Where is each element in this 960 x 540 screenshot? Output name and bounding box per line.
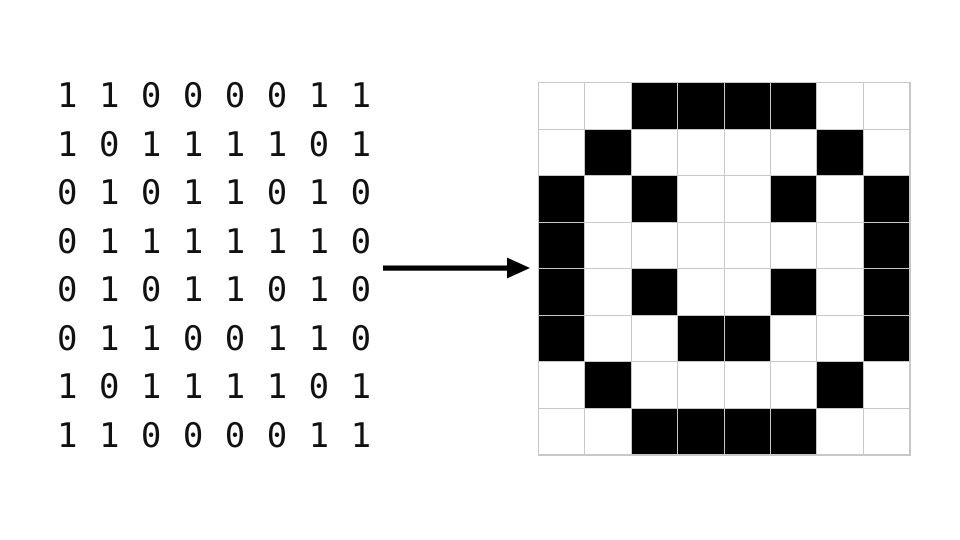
pixel-grid xyxy=(538,82,911,456)
pixel-cell xyxy=(539,408,586,455)
pixel-cell xyxy=(863,362,910,409)
pixel-cell xyxy=(770,222,818,269)
pixel-cell xyxy=(863,269,910,316)
binary-matrix: 1 1 0 0 0 0 1 1 1 0 1 1 1 1 0 1 0 1 0 1 … xyxy=(57,72,372,460)
pixel-cell xyxy=(863,408,910,455)
pixel-cell xyxy=(817,269,864,316)
pixel-cell xyxy=(631,315,679,362)
pixel-cell xyxy=(817,222,864,269)
pixel-cell xyxy=(863,222,910,269)
pixel-cell xyxy=(770,176,818,223)
pixel-cell xyxy=(539,362,586,409)
pixel-cell xyxy=(724,129,771,176)
binary-row: 0 1 0 1 1 0 1 0 xyxy=(57,173,372,213)
pixel-cell xyxy=(724,222,771,269)
binary-row: 1 1 0 0 0 0 1 1 xyxy=(57,415,372,456)
pixel-cell xyxy=(863,315,910,362)
pixel-cell xyxy=(585,362,632,409)
pixel-cell xyxy=(585,408,632,455)
pixel-cell xyxy=(539,129,586,176)
pixel-cell xyxy=(724,408,771,455)
pixel-cell xyxy=(585,129,632,176)
pixel-cell xyxy=(724,315,771,362)
pixel-cell xyxy=(724,83,771,130)
pixel-cell xyxy=(817,315,864,362)
pixel-cell xyxy=(585,83,632,130)
pixel-cell xyxy=(724,176,771,223)
pixel-cell xyxy=(724,269,771,316)
pixel-cell xyxy=(770,269,818,316)
binary-row: 1 0 1 1 1 1 0 1 xyxy=(57,124,372,165)
pixel-cell xyxy=(585,315,632,362)
pixel-cell xyxy=(678,129,725,176)
arrow-right-icon xyxy=(383,252,533,284)
pixel-cell xyxy=(817,408,864,455)
pixel-cell xyxy=(678,269,725,316)
pixel-cell xyxy=(631,269,679,316)
pixel-cell xyxy=(678,176,725,223)
pixel-cell xyxy=(678,315,725,362)
pixel-cell xyxy=(863,83,910,130)
pixel-cell xyxy=(585,222,632,269)
pixel-cell xyxy=(585,176,632,223)
pixel-cell xyxy=(770,408,818,455)
binary-row: 0 1 1 1 1 1 1 0 xyxy=(57,221,372,262)
pixel-cell xyxy=(817,176,864,223)
pixel-cell xyxy=(770,362,818,409)
pixel-cell xyxy=(817,83,864,130)
pixel-cell xyxy=(770,315,818,362)
pixel-cell xyxy=(770,83,818,130)
pixel-cell xyxy=(863,129,910,176)
pixel-cell xyxy=(678,408,725,455)
pixel-cell xyxy=(863,176,910,223)
pixel-cell xyxy=(539,222,586,269)
pixel-cell xyxy=(539,176,586,223)
pixel-cell xyxy=(678,222,725,269)
pixel-cell xyxy=(539,315,586,362)
pixel-cell xyxy=(631,408,679,455)
pixel-cell xyxy=(631,129,679,176)
pixel-cell xyxy=(817,362,864,409)
binary-row: 0 1 0 1 1 0 1 0 xyxy=(57,270,372,310)
binary-row: 1 0 1 1 1 1 0 1 xyxy=(57,367,372,407)
pixel-cell xyxy=(631,222,679,269)
pixel-cell xyxy=(631,83,679,130)
binary-row: 1 1 0 0 0 0 1 1 xyxy=(57,76,372,116)
pixel-cell xyxy=(678,83,725,130)
pixel-cell xyxy=(539,269,586,316)
pixel-cell xyxy=(817,129,864,176)
pixel-cell xyxy=(631,362,679,409)
pixel-cell xyxy=(631,176,679,223)
pixel-cell xyxy=(539,83,586,130)
pixel-cell xyxy=(770,129,818,176)
pixel-cell xyxy=(585,269,632,316)
pixel-cell xyxy=(724,362,771,409)
pixel-cell xyxy=(678,362,725,409)
binary-row: 0 1 1 0 0 1 1 0 xyxy=(57,318,372,359)
